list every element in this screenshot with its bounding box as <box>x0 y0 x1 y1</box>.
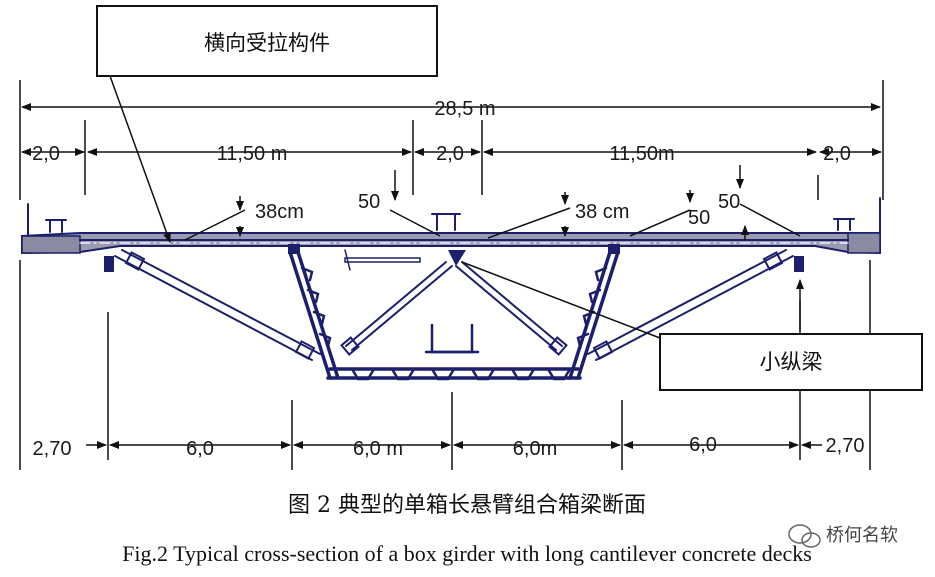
fifty-label-b: 50 <box>688 207 710 229</box>
internal-bracing <box>340 261 568 356</box>
thickness-right-label: 38 cm <box>575 201 629 223</box>
watermark: 桥何名软 <box>788 524 898 548</box>
fifty-label-c: 50 <box>718 191 740 213</box>
concrete-deck <box>21 232 881 255</box>
dim-top-0: 2,0 <box>32 143 60 165</box>
thickness-left-label: 38cm <box>255 201 304 223</box>
railings <box>27 197 881 237</box>
dim-top-3: 11,50m <box>609 143 674 165</box>
dim-bottom-4: 6,0 <box>689 434 717 456</box>
watermark-text: 桥何名软 <box>826 525 898 546</box>
callout-transverse-tie: 横向受拉构件 <box>96 5 438 77</box>
dim-top-1: 11,50 m <box>217 143 288 165</box>
dim-bottom-2: 6,0 m <box>353 438 403 460</box>
figure-caption-chinese: 图 2 典型的单箱长悬臂组合箱梁断面 <box>288 493 646 518</box>
box-girder <box>288 244 620 381</box>
dim-bottom-3: 6,0m <box>513 438 557 460</box>
dim-bottom-5: 2,70 <box>826 435 865 457</box>
structure <box>21 197 881 381</box>
dim-top-4: 2,0 <box>823 143 851 165</box>
figure-caption-english: Fig.2 Typical cross-section of a box gir… <box>122 541 812 566</box>
wechat-icon <box>788 524 821 548</box>
callout-transverse-tie-label: 横向受拉构件 <box>204 31 330 55</box>
dim-bottom-0: 2,70 <box>33 438 72 460</box>
dim-top-2: 2,0 <box>436 143 464 165</box>
dimension-lines <box>19 75 884 470</box>
dimension-labels: 28,5 m 2,0 11,50 m 2,0 11,50m 2,0 38cm 5… <box>32 98 864 460</box>
dim-bottom-1: 6,0 <box>186 438 214 460</box>
cantilever-struts <box>104 249 804 361</box>
fifty-label-a: 50 <box>358 191 380 213</box>
callout-small-stringer: 小纵梁 <box>659 333 923 391</box>
callout-small-stringer-label: 小纵梁 <box>760 350 823 374</box>
overall-width-label: 28,5 m <box>434 98 495 120</box>
